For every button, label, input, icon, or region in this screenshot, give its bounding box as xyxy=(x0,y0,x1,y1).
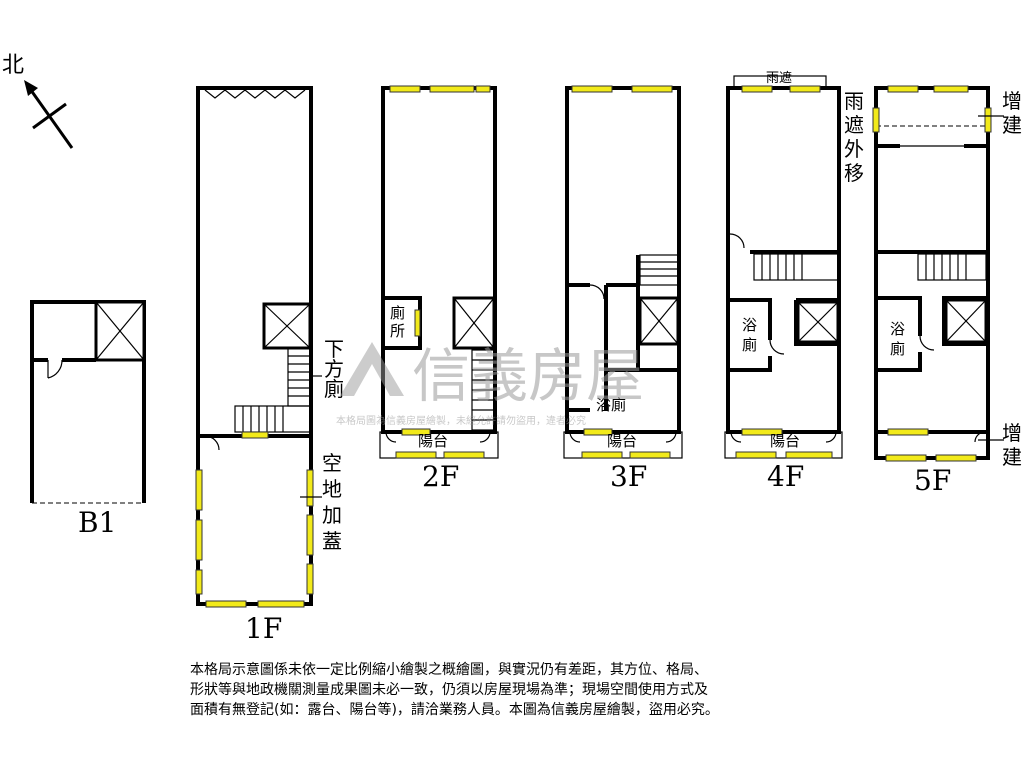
room-label-balcony: 陽台 xyxy=(418,432,448,450)
window xyxy=(741,428,783,436)
room-label-toilet: 廁所 xyxy=(390,304,405,340)
side-note-addition-bottom: 增建 xyxy=(1002,421,1022,469)
side-note-addition-top: 增建 xyxy=(1002,89,1022,137)
disclaimer-notes: 本格局示意圖係未依一定比例縮小繪製之概繪圖，與實況仍有差距，其方位、格局、 形狀… xyxy=(190,660,890,720)
window xyxy=(935,454,977,462)
window xyxy=(429,85,475,93)
disclaimer-line: 面積有無登記(如：露台、陽台等)，請洽業務人員。本圖為信義房屋繪製，盜用必究。 xyxy=(190,702,719,718)
compass: 北 xyxy=(2,53,74,149)
floor-plan-drawing: 北 B1 xyxy=(2,53,1022,645)
side-note-canopy-moved: 雨遮外移 xyxy=(844,89,864,185)
floor-3f: 浴廁 陽台 3F xyxy=(563,85,683,493)
brand-watermark: 信義房屋 本格局圖為信義房屋繪製，未經允許請勿盜用，違者必究 xyxy=(336,342,644,427)
window xyxy=(933,85,969,93)
window xyxy=(785,451,833,459)
window xyxy=(306,563,314,595)
floor-label-3f: 3F xyxy=(610,460,647,493)
room-label-bath: 浴廁 xyxy=(890,320,905,358)
staircase xyxy=(917,253,987,281)
floor-label-5f: 5F xyxy=(914,464,951,497)
floor-5f: 浴廁 增建 增建 5F xyxy=(872,85,1022,497)
window xyxy=(872,107,880,133)
canopy-label: 雨遮 xyxy=(766,70,792,86)
window xyxy=(401,428,431,436)
window xyxy=(389,85,421,93)
room-label-toilet: 下方廁 xyxy=(324,337,344,401)
window xyxy=(306,514,314,556)
floor-label-4f: 4F xyxy=(767,460,804,493)
balcony xyxy=(379,431,499,459)
floor-label-2f: 2F xyxy=(422,460,459,493)
floor-label-b1: B1 xyxy=(78,506,116,539)
room-label-bath: 浴廁 xyxy=(596,396,626,414)
window xyxy=(583,428,613,436)
door-swing xyxy=(47,359,63,379)
floor-1f: 下方廁 空地加蓋 1F xyxy=(195,86,344,645)
floor-label-1f: 1F xyxy=(245,612,282,645)
window xyxy=(571,85,613,93)
window xyxy=(257,600,305,608)
floor-4f: 雨遮 浴廁 陽台 雨遮外移 4F xyxy=(724,70,864,493)
window xyxy=(241,431,269,439)
balcony xyxy=(724,431,843,459)
floor-b1: B1 xyxy=(30,300,146,539)
window xyxy=(395,451,437,459)
disclaimer-line: 形狀等與地政機關測量成果圖未必一致，仍須以房屋現場為準；現場空間使用方式及 xyxy=(190,682,708,698)
window xyxy=(789,85,821,93)
staircase xyxy=(753,253,839,281)
window xyxy=(741,85,773,93)
window xyxy=(887,428,929,436)
window xyxy=(631,85,673,93)
window xyxy=(885,454,927,462)
door-swing xyxy=(204,435,220,451)
window xyxy=(205,600,247,608)
window xyxy=(735,451,777,459)
watermark-brand-text: 信義房屋 xyxy=(412,342,644,410)
window xyxy=(475,85,491,93)
floor-2f: 廁所 陽台 2F xyxy=(379,85,499,493)
staircase xyxy=(234,347,311,433)
window xyxy=(887,85,919,93)
window xyxy=(443,451,485,459)
window xyxy=(306,469,314,507)
balcony xyxy=(563,431,683,459)
window xyxy=(195,469,203,511)
window xyxy=(414,309,421,337)
brand-logo-icon xyxy=(340,342,404,396)
window xyxy=(195,569,203,595)
window xyxy=(195,519,203,561)
staircase xyxy=(471,349,495,431)
window xyxy=(581,451,623,459)
staircase xyxy=(639,254,679,286)
disclaimer-line: 本格局示意圖係未依一定比例縮小繪製之概繪圖，與實況仍有差距，其方位、格局、 xyxy=(190,662,708,678)
side-note-vacant-land-addition: 空地加蓋 xyxy=(322,451,342,553)
window xyxy=(629,451,671,459)
room-label-bath: 浴廁 xyxy=(742,316,757,354)
watermark-subtext: 本格局圖為信義房屋繪製，未經允許請勿盜用，違者必究 xyxy=(336,414,586,427)
north-arrow-icon xyxy=(24,80,74,149)
room-label-balcony: 陽台 xyxy=(770,432,800,450)
compass-north-label: 北 xyxy=(2,53,24,78)
window xyxy=(984,107,992,133)
room-label-balcony: 陽台 xyxy=(607,432,637,450)
